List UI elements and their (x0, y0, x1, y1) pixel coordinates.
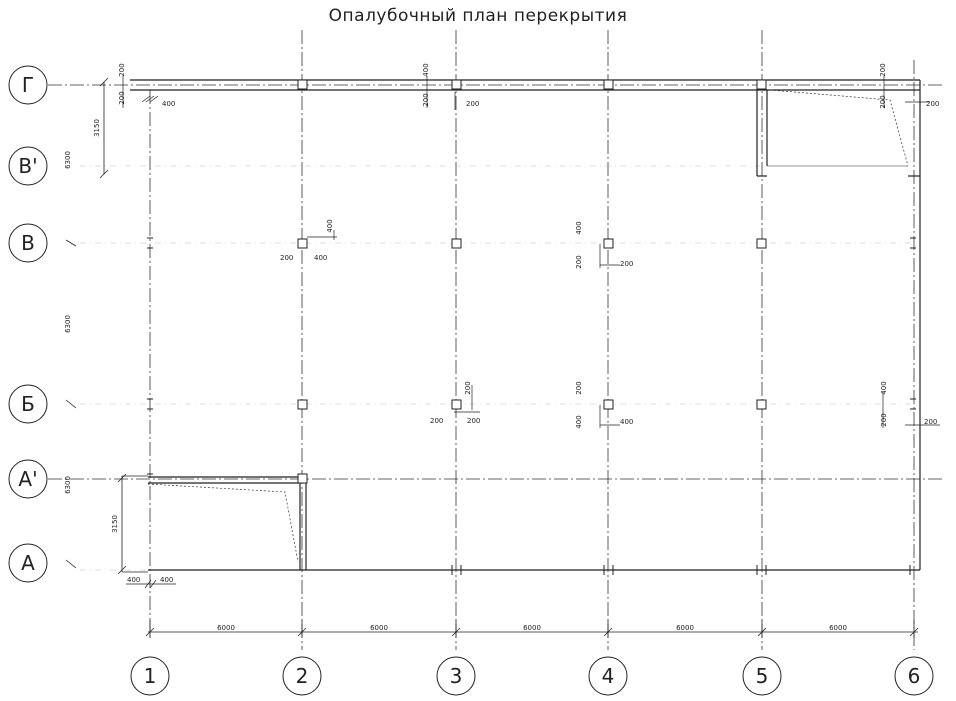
axis-label-6: 6 (908, 664, 921, 688)
axis-bubble-2 (282, 656, 322, 696)
axis-label-A: А (21, 551, 35, 575)
dim-small-1: 200 (118, 63, 126, 76)
dim-small-8: 200 (879, 95, 887, 108)
column-B-4 (603, 399, 614, 410)
dim-small-11: 200 (280, 254, 293, 262)
horizontal-axis-bubbles (8, 65, 48, 583)
dim-small-20: 400 (575, 415, 583, 428)
dim-small-12: 400 (314, 254, 327, 262)
vertical-axis-labels: 1 2 3 4 5 6 (144, 664, 921, 688)
column-V-2 (297, 238, 308, 249)
dim-small-5: 200 (422, 93, 430, 106)
dim-small-13: 400 (575, 221, 583, 234)
dim-small-4: 400 (422, 63, 430, 76)
bottom-dimension-line (145, 620, 919, 638)
axis-label-3: 3 (450, 664, 463, 688)
vertical-axis-bubbles (130, 656, 934, 696)
column-B-3 (451, 399, 462, 410)
axis-bubble-B (8, 384, 48, 424)
dim-small-15: 200 (620, 260, 633, 268)
column-G-4 (603, 79, 614, 90)
axis-label-4: 4 (602, 664, 615, 688)
axis-label-G: Г (22, 73, 34, 97)
dim-small-17: 200 (430, 417, 443, 425)
column-B-5 (756, 399, 767, 410)
local-dimension-leaders (122, 76, 940, 589)
axis-label-5: 5 (756, 664, 769, 688)
bottom-dimensions: 6000 6000 6000 6000 6000 (217, 624, 847, 632)
axis-bubble-6 (894, 656, 934, 696)
dim-left-3: 6300 (64, 476, 72, 494)
axis-bubble-4 (588, 656, 628, 696)
dim-bottom-3: 6000 (523, 624, 541, 632)
dim-left-sub-1: 3150 (93, 119, 101, 137)
dim-bottom-4: 6000 (676, 624, 694, 632)
dim-small-19: 200 (575, 381, 583, 394)
left-dimensions: 6300 6300 6300 3150 3150 (64, 119, 119, 533)
axis-label-V-prime: В' (18, 154, 37, 178)
slab-outline (130, 79, 921, 571)
dim-small-25: 400 (127, 576, 140, 584)
dim-small-24: 200 (924, 418, 937, 426)
column-A'-2 (297, 473, 308, 484)
axis-grid (48, 30, 945, 650)
axis-label-1: 1 (144, 664, 157, 688)
dim-bottom-1: 6000 (217, 624, 235, 632)
column-V-5 (756, 238, 767, 249)
dim-small-10: 400 (326, 219, 334, 232)
axis-label-2: 2 (296, 664, 309, 688)
column-B-2 (297, 399, 308, 410)
axis-bubble-V-prime (8, 146, 48, 186)
dim-left-1: 6300 (64, 151, 72, 169)
dim-small-18: 200 (467, 417, 480, 425)
axis-bubble-A (8, 543, 48, 583)
left-dimension-lines (99, 77, 148, 575)
local-dimensions: 200 400 200 400 200 200 200 200 200 400 … (118, 63, 939, 584)
columns (297, 79, 767, 484)
dim-small-3: 200 (118, 91, 126, 104)
axis-label-A-prime: А' (18, 467, 37, 491)
dim-small-7: 200 (879, 63, 887, 76)
axis-bubble-G (8, 65, 48, 105)
dim-small-14: 200 (575, 255, 583, 268)
dim-small-2: 400 (162, 100, 175, 108)
dim-small-26: 400 (160, 576, 173, 584)
dim-small-22: 400 (880, 381, 888, 394)
dim-small-21: 400 (620, 418, 633, 426)
column-V-4 (603, 238, 614, 249)
dim-left-2: 6300 (64, 315, 72, 333)
horizontal-axis-labels: Г В' В Б А' А (18, 73, 37, 575)
axis-bubble-1 (130, 656, 170, 696)
dim-small-9: 200 (926, 100, 939, 108)
dim-bottom-2: 6000 (370, 624, 388, 632)
axis-label-B: Б (21, 392, 35, 416)
column-G-2 (297, 79, 308, 90)
dim-left-sub-2: 3150 (111, 515, 119, 533)
axis-label-V: В (21, 231, 35, 255)
column-V-3 (451, 238, 462, 249)
dim-small-23: 200 (880, 413, 888, 426)
column-G-5 (756, 79, 767, 90)
dim-small-16: 200 (464, 381, 472, 394)
column-G-3 (451, 79, 462, 90)
axis-bubble-A-prime (8, 459, 48, 499)
dim-bottom-5: 6000 (829, 624, 847, 632)
axis-bubble-V (8, 223, 48, 263)
drawing-title: Опалубочный план перекрытия (328, 6, 628, 26)
axis-bubble-3 (436, 656, 476, 696)
dim-small-6: 200 (466, 100, 479, 108)
axis-bubble-5 (742, 656, 782, 696)
